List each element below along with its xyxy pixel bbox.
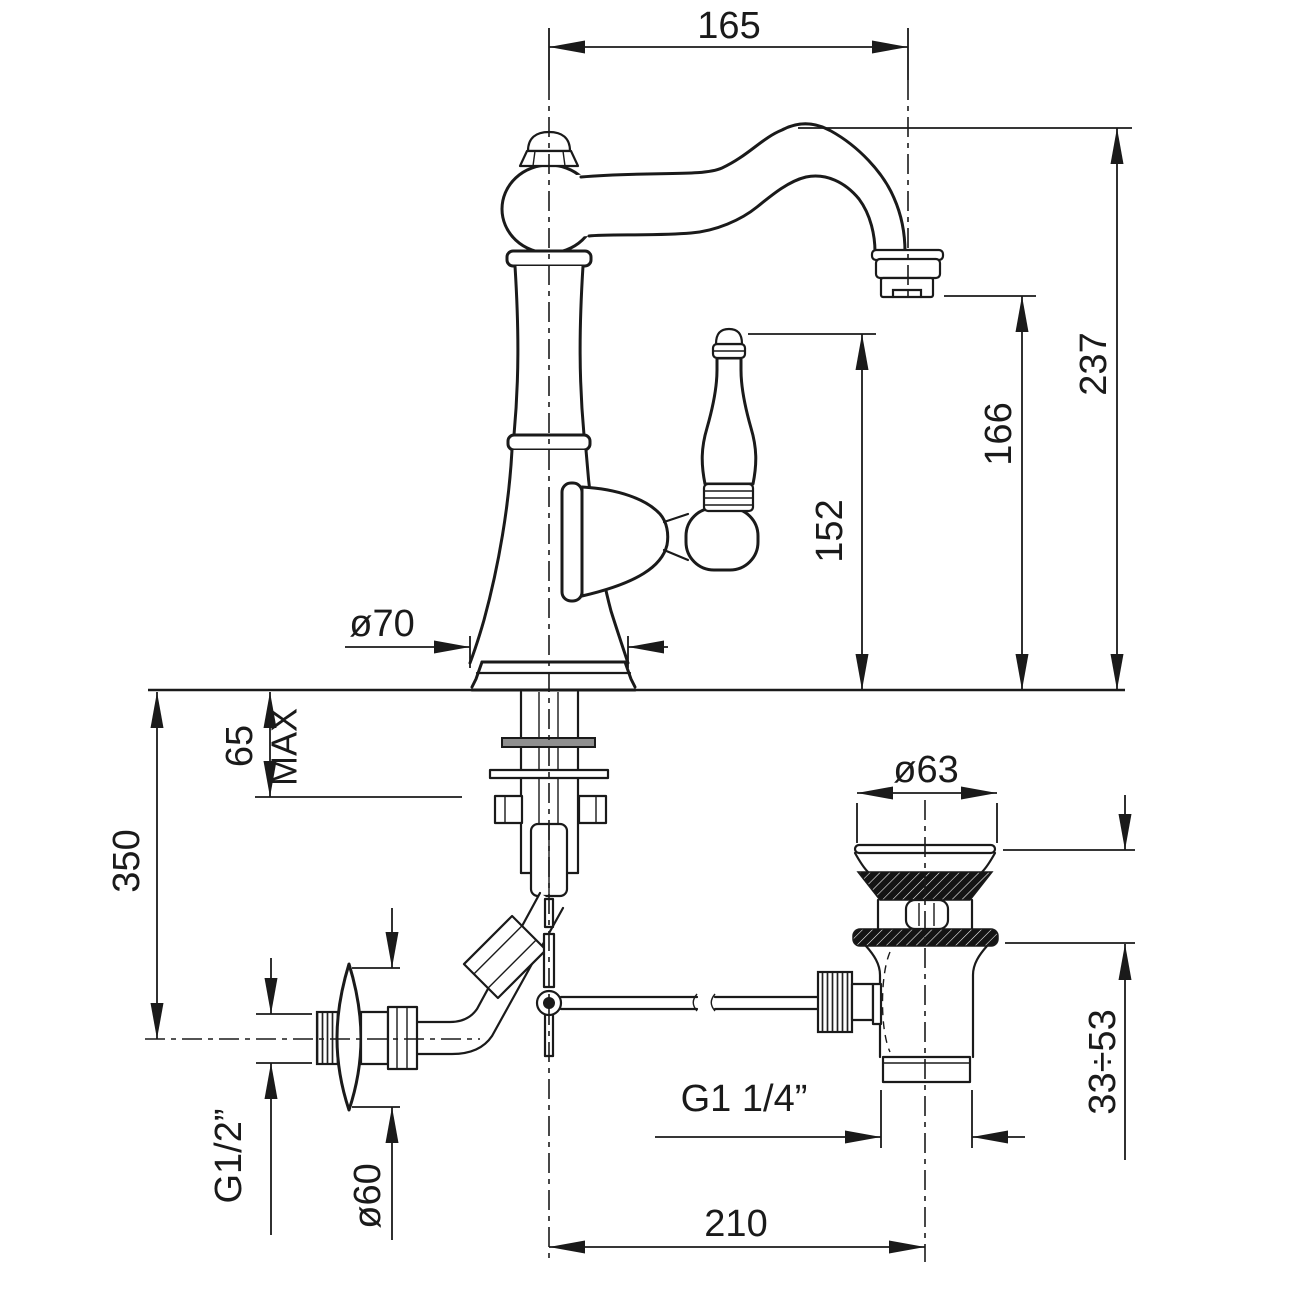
handle-ball-joint	[684, 506, 760, 572]
lever-handle	[700, 327, 758, 513]
faucet-body	[468, 122, 945, 692]
dimension-waste-range: 33÷53	[1003, 795, 1135, 1160]
dim-label-waste-thread: G1 1/4”	[681, 1078, 808, 1120]
drain-plug-stem	[904, 898, 950, 931]
supply-pipe	[415, 891, 565, 1056]
dimension-base-diameter: ø70	[345, 603, 668, 668]
dimension-152: 152	[748, 333, 876, 690]
wall-connection	[315, 962, 419, 1112]
drain-knob-collar	[850, 982, 875, 1022]
dim-label-wall-flange-diameter: ø60	[347, 1163, 389, 1228]
dim-label-below-deck: 350	[106, 829, 148, 892]
dimension-waste-flange: ø63	[856, 749, 998, 843]
dim-label-handle-height: 152	[809, 499, 851, 562]
aerator	[879, 276, 935, 299]
supply-union-nut	[462, 914, 548, 1000]
dimension-166: 166	[944, 295, 1036, 690]
faucet-spout	[560, 122, 945, 299]
dim-label-waste-flange-diameter: ø63	[893, 749, 958, 791]
dimension-210: 210	[549, 1203, 925, 1254]
dim-label-total-height: 237	[1073, 332, 1115, 395]
dimension-165: 165	[549, 5, 908, 54]
drain-knurled-knob	[816, 970, 854, 1034]
mounting-nut-left	[493, 794, 524, 825]
dim-label-base-diameter: ø70	[349, 603, 414, 645]
centerlines	[145, 28, 926, 1262]
dim-label-outlet-height: 166	[978, 402, 1020, 465]
drain-assembly	[816, 843, 999, 1084]
drain-bottom-thread	[881, 1055, 972, 1084]
wall-collar	[359, 1010, 390, 1066]
popup-rod	[535, 897, 821, 1058]
wall-escutcheon	[335, 962, 363, 1112]
handle-cap-dome	[714, 327, 744, 346]
handle-grip	[700, 356, 758, 486]
dimension-supply-thread: G1/2”	[208, 958, 312, 1235]
mounting-nut-right	[577, 794, 608, 825]
dim-label-waste-height-range: 33÷53	[1082, 1009, 1124, 1114]
dim-label-spout-reach: 165	[697, 5, 760, 47]
faucet-base	[470, 660, 637, 692]
dimension-65-max: 65 MAX	[219, 692, 305, 797]
dim-label-drain-offset: 210	[704, 1203, 767, 1245]
reference-lines	[148, 688, 1125, 798]
dimension-waste-thread: G1 1/4”	[655, 1078, 1025, 1148]
dim-label-max-suffix: MAX	[264, 708, 305, 786]
wall-hex-nut	[386, 1005, 419, 1071]
dimension-wall-flange: ø60	[347, 908, 400, 1240]
dimension-237: 237	[798, 127, 1132, 690]
valve-housing	[560, 481, 690, 603]
dimension-350: 350	[106, 692, 164, 1039]
dim-label-max-deck: 65	[219, 725, 261, 767]
dim-label-supply-thread: G1/2”	[208, 1108, 250, 1203]
